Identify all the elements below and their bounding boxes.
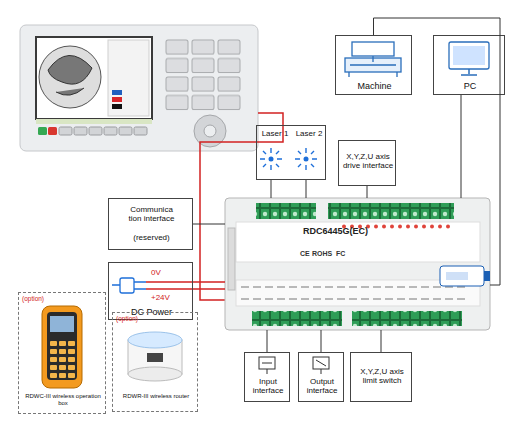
pc-stand (461, 69, 477, 75)
pin-label-row (240, 294, 468, 300)
panel-key-red (48, 127, 57, 135)
laser-symbol (295, 148, 317, 170)
machine-box: Machine (335, 35, 412, 95)
connector-line (381, 330, 382, 352)
io-terminal (252, 311, 342, 326)
router-top (128, 332, 182, 348)
side-connector (228, 228, 235, 290)
handheld-face (47, 312, 77, 380)
usb-label-area (446, 272, 468, 280)
router-base (128, 367, 182, 381)
screen-graphic (39, 46, 101, 108)
screen-color-bar (112, 90, 122, 95)
panel-key-green (38, 127, 47, 135)
node-text: Communica tion interface (123, 205, 180, 223)
connector-line (271, 180, 306, 198)
board-label-band (236, 222, 480, 262)
limit-terminal (352, 311, 462, 326)
usb-plug (484, 271, 490, 281)
node-text: Laser 1 (258, 129, 292, 138)
screen-status-bar (36, 119, 152, 124)
node-text: RDWC-III wireless operation box (21, 393, 105, 407)
panel-direction-center (204, 125, 216, 137)
certification-mark: CE (300, 250, 310, 258)
limit-switch-box: X,Y,Z,U axis limit switch (350, 352, 412, 402)
connector-line (267, 330, 268, 352)
certification-mark: FC (336, 250, 345, 258)
node-text: (option) (116, 315, 166, 322)
usb-disk (440, 266, 484, 286)
dc-plug-prongs (112, 282, 146, 289)
connector-line (374, 18, 501, 285)
pc-box: PC (433, 35, 505, 95)
communication-box: Communica tion interface (reserved) (108, 198, 193, 250)
laser-symbol-center (304, 157, 309, 162)
router-port (147, 353, 163, 362)
node-text: +24V (151, 293, 191, 302)
node-text: Input interface (245, 377, 291, 395)
node-text: Laser 2 (292, 129, 326, 138)
laser-box: Laser 1Laser 2 (256, 125, 326, 180)
node-text: Machine (336, 81, 413, 91)
connector-line (321, 330, 322, 352)
control-panel (20, 25, 258, 151)
node-text: 0V (151, 268, 191, 277)
input-box: Input interface (244, 352, 290, 402)
connector-line (461, 95, 462, 198)
axis-terminal (328, 203, 454, 219)
option-box: (option) RDWC-III wireless operation box (18, 292, 106, 414)
input-symbol-detail (262, 363, 272, 374)
board-body (225, 198, 490, 330)
option-box: (option) RDWR-III wireless router (112, 312, 198, 412)
certification-mark: ROHS (312, 250, 332, 258)
wireless-handheld (42, 306, 82, 388)
panel-key-row (58, 126, 148, 136)
machine-icon-gantry (352, 42, 394, 56)
dc-plug (120, 278, 134, 293)
connector-line (193, 282, 225, 289)
handheld-screen (50, 316, 74, 332)
node-text: Output interface (299, 377, 345, 395)
laser-terminal (256, 203, 316, 219)
machine-icon-detail (349, 56, 397, 77)
dc-power-wire (146, 282, 193, 289)
panel-keypad (164, 38, 242, 112)
node-text: RDWR-III wireless router (115, 393, 197, 400)
laser-symbol (260, 148, 282, 170)
node-text: (reserved) (109, 233, 194, 242)
pin-label-row (240, 284, 468, 290)
connector-line (367, 186, 368, 198)
pc-screen (453, 46, 485, 65)
node-text: RDC6445G(EC) (303, 226, 413, 236)
controller-board: RDC6445G(EC) (225, 198, 490, 330)
handheld-keys (49, 340, 76, 378)
screen-menu (108, 40, 149, 116)
screen-graphic-detail (48, 55, 92, 95)
output-symbol-detail (316, 360, 326, 374)
node-text: (option) (22, 295, 72, 302)
screen-color-bar (112, 104, 122, 109)
screen-color-bar (112, 97, 122, 102)
connector-line (193, 224, 225, 225)
panel-screen (36, 37, 152, 119)
drive-interface-box: X,Y,Z,U axis drive interface (338, 140, 396, 186)
laser-symbol-center (269, 157, 274, 162)
node-text: X,Y,Z,U axis limit switch (353, 367, 411, 385)
output-box: Output interface (298, 352, 344, 402)
node-text: PC (434, 81, 506, 91)
pc-monitor (449, 42, 489, 69)
node-text: X,Y,Z,U axis drive interface (340, 152, 396, 170)
